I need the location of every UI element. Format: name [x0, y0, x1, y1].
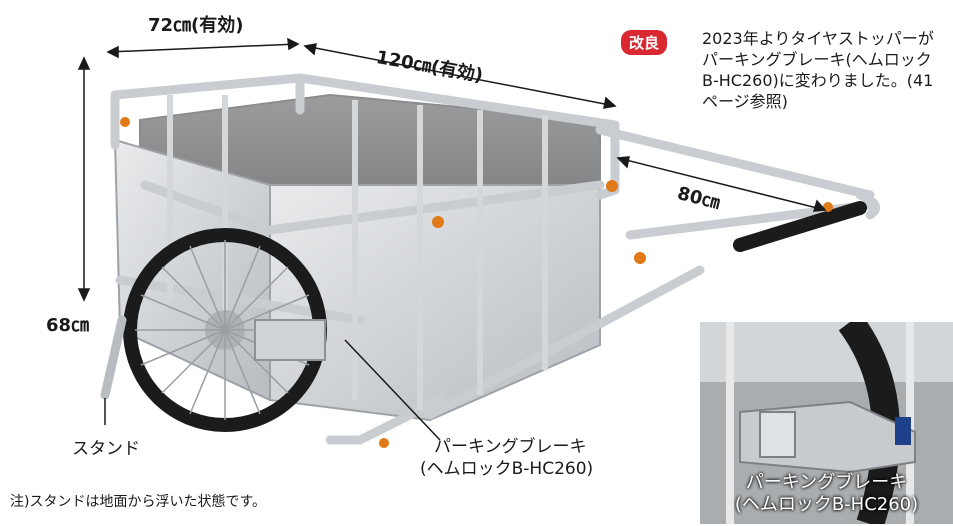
- width-label: 72㎝(有効): [148, 15, 244, 36]
- inset-caption-line1: パーキングブレーキ: [745, 472, 908, 493]
- inset-caption-line2: (ヘムロックB-HC260): [734, 494, 919, 515]
- improvement-text: 2023年よりタイヤストッパーがパーキングブレーキ(ヘムロックB-HC260)に…: [702, 29, 934, 111]
- handle-grip: [733, 201, 867, 252]
- brake-closeup-inset: パーキングブレーキ (ヘムロックB-HC260): [698, 320, 953, 526]
- brake-label-line2: (ヘムロックB-HC260): [420, 459, 594, 479]
- brake-bracket: [254, 319, 326, 361]
- improvement-badge: 改良: [621, 30, 668, 55]
- brake-label-line1: パーキングブレーキ: [434, 437, 587, 457]
- stand-leg: [100, 315, 127, 400]
- height-label: 68㎝: [46, 315, 90, 336]
- stand-note: 注)スタンドは地面から浮いた状態です。: [10, 494, 267, 510]
- stand-label: スタンド: [72, 439, 140, 459]
- brake-closeup-photo: [700, 322, 953, 524]
